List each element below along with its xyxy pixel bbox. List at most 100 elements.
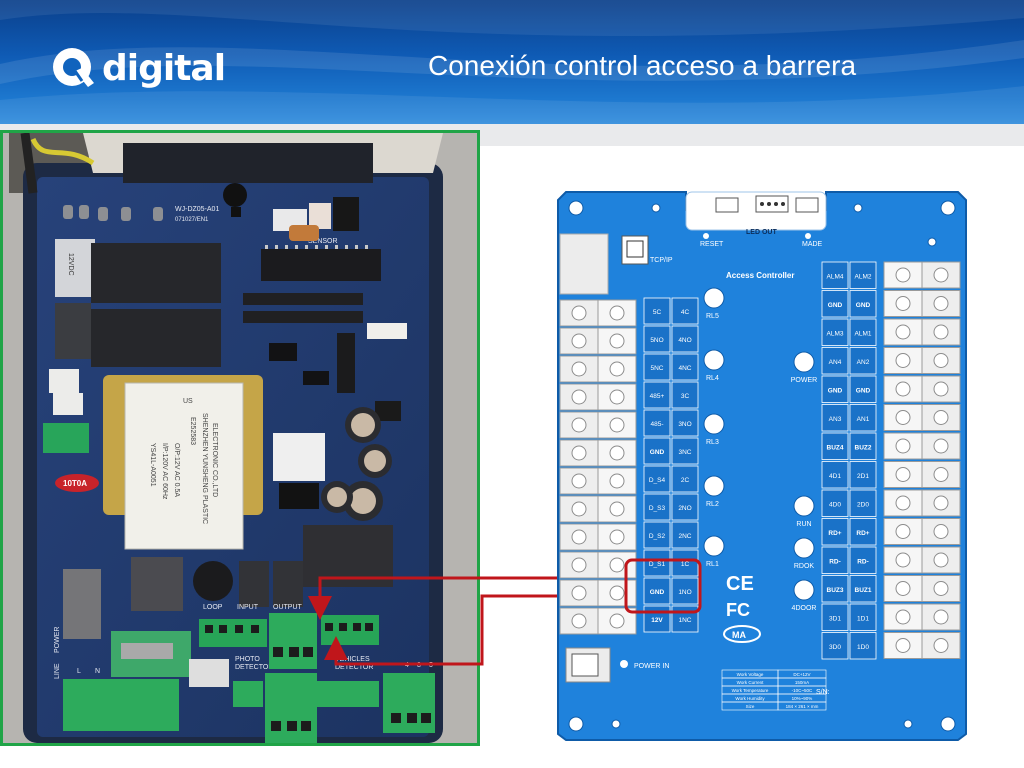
spec-key: Work Voltage — [737, 672, 764, 677]
silk-input: INPUT — [237, 604, 259, 611]
silk-power: POWER — [54, 627, 61, 653]
pin-label: 2D0 — [857, 501, 869, 508]
pin-label: 3D1 — [829, 615, 841, 622]
pin-label: 1D1 — [857, 615, 869, 622]
silk-photo: PHOTO — [235, 656, 260, 663]
pin-label: GND — [650, 449, 665, 456]
spec-key: Size — [746, 704, 755, 709]
silk-loop: LOOP — [203, 604, 223, 611]
pin-label: AN4 — [829, 359, 842, 366]
transformer-input: I/P:120V AC 60Hz — [161, 443, 168, 500]
spec-value: DC+12V — [793, 672, 810, 677]
right-screw-terminal — [883, 575, 923, 602]
right-terminal-block — [883, 261, 961, 659]
logo-text: digital — [102, 47, 226, 89]
pin-label: ALM3 — [827, 330, 844, 337]
label-led-out: LED OUT — [746, 229, 777, 236]
relay-label: RL5 — [706, 313, 719, 320]
silk-detector: DETECTOR — [235, 664, 273, 671]
pin-label: 2NO — [678, 505, 691, 512]
silk-line: LINE — [54, 663, 61, 679]
led-label: RUN — [796, 521, 811, 528]
fuse-label: 10T0A — [63, 479, 87, 488]
relay-indicator — [703, 287, 725, 309]
pin-label: BUZ2 — [855, 444, 872, 451]
board-photo: WJ-DZ05-A01 071027/EN1 SENSOR MODULE 12V… — [3, 133, 477, 743]
pin-label: GND — [856, 387, 871, 394]
header-wave-decoration — [0, 0, 1024, 124]
relay-indicator — [703, 475, 725, 497]
relay-label: RL2 — [706, 501, 719, 508]
relay-label: RL4 — [706, 375, 719, 382]
pin-label: D_S4 — [649, 477, 666, 484]
pin-label: 4D1 — [829, 473, 841, 480]
pin-label: ALM1 — [855, 330, 872, 337]
pin-label: RD- — [829, 558, 841, 565]
silk-model: WJ-DZ05-A01 — [175, 206, 219, 213]
led-label: RDOK — [794, 563, 815, 570]
pin-label: 5NO — [650, 337, 663, 344]
label-tcp-ip: TCP/IP — [650, 257, 673, 264]
pin-label: GND — [828, 387, 843, 394]
pin-label: 3C — [681, 393, 690, 400]
pin-label: D_S3 — [649, 505, 666, 512]
pin-label: D_S1 — [649, 561, 666, 568]
pin-label: BUZ1 — [855, 587, 872, 594]
pin-label: 5NC — [650, 365, 663, 372]
company-logo: digital — [48, 40, 226, 96]
label-access-controller: Access Controller — [726, 271, 794, 280]
silk-8: 8 — [417, 662, 421, 669]
pin-label: AN2 — [857, 359, 870, 366]
pin-label: 4C — [681, 309, 690, 316]
pin-label: 1D0 — [857, 644, 869, 651]
pin-label: 2D1 — [857, 473, 869, 480]
page-title: Conexión control acceso a barrera — [428, 50, 857, 81]
pin-label: RD- — [857, 558, 869, 565]
pin-label: 1NO — [678, 589, 691, 596]
fc-mark: FC — [726, 600, 750, 620]
q-icon — [53, 48, 94, 87]
left-terminal-block — [559, 299, 637, 635]
pin-label: BUZ4 — [827, 444, 844, 451]
led-label: POWER — [791, 377, 817, 384]
transformer-model: YS41L-A0051 — [149, 443, 156, 487]
label-reset: RESET — [700, 241, 724, 248]
pin-label: 1NC — [678, 617, 691, 624]
relay-indicator — [703, 535, 725, 557]
status-led — [793, 537, 815, 559]
pin-label: 2NC — [678, 533, 691, 540]
header-banner: digital Conexión control acceso a barrer… — [0, 0, 1024, 124]
label-sn: S/N: — [816, 689, 830, 696]
transformer-output: O/P:12V AC 0.5A — [173, 443, 180, 497]
pin-label: D_S2 — [649, 533, 666, 540]
relay-indicator — [703, 413, 725, 435]
pin-label: AN3 — [829, 416, 842, 423]
pin-label: 2C — [681, 477, 690, 484]
pin-label: 4D0 — [829, 501, 841, 508]
transformer-maker2: ELECTRONIC CO.,LTD — [211, 423, 218, 497]
relay-label: RL1 — [706, 561, 719, 568]
pin-label: 12V — [651, 617, 663, 624]
highlight-box — [624, 558, 702, 614]
spec-key: Work Humidity — [735, 696, 765, 701]
transformer-maker1: SHENZHEN YUNSHENG PLASTIC — [201, 413, 208, 524]
pin-label: 3NO — [678, 421, 691, 428]
spec-value: 150mA — [795, 680, 809, 685]
silk-detector-2: DETECTOR — [335, 664, 373, 671]
pin-label: BUZ3 — [827, 587, 844, 594]
spec-value: 184 × 261 × mm — [786, 704, 819, 709]
ce-mark: CE — [726, 573, 754, 595]
silk-4: 4 — [405, 662, 409, 669]
status-led — [793, 351, 815, 373]
relay-indicator — [703, 349, 725, 371]
transformer-cert: E252583 — [189, 417, 196, 445]
pin-label: 3D0 — [829, 644, 841, 651]
pin-label: AN1 — [857, 416, 870, 423]
silk-5: 5 — [429, 662, 433, 669]
silk-sensor: SENSOR — [308, 238, 338, 245]
pin-label: RD+ — [856, 530, 869, 537]
status-led — [793, 495, 815, 517]
status-led — [793, 579, 815, 601]
